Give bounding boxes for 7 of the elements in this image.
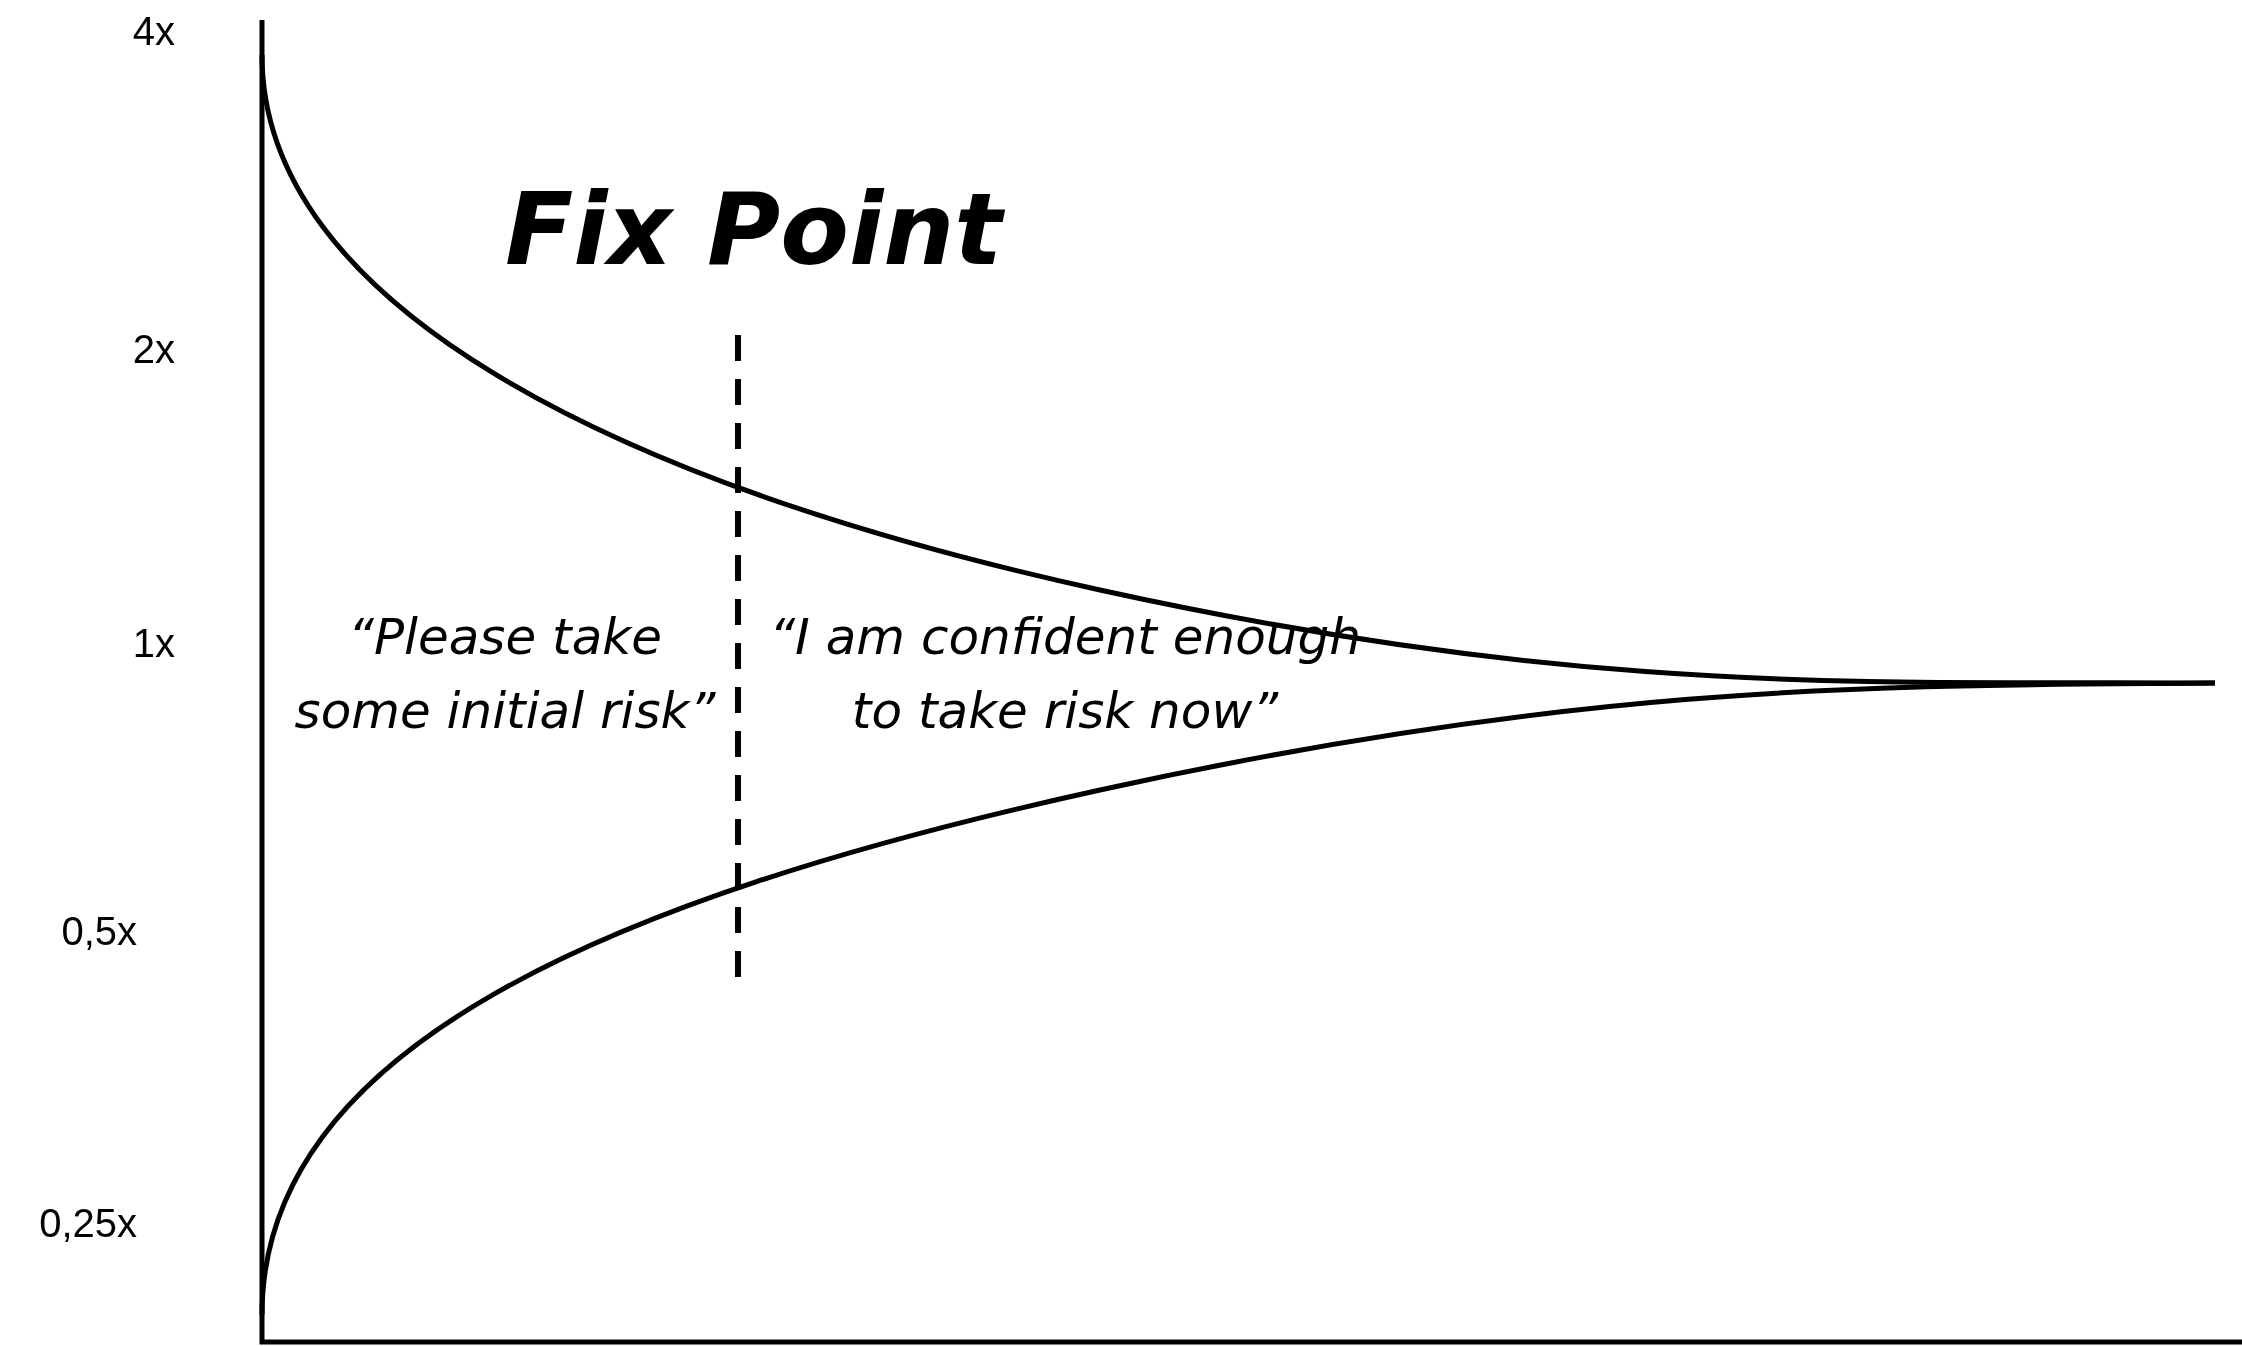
- axis-tick-label: 1x: [131, 620, 175, 666]
- fix-point-heading: Fix Point: [505, 175, 1003, 285]
- axis-tick-label: 2x: [131, 326, 175, 372]
- axis-tick-label: 4x: [131, 8, 175, 54]
- axis-tick-label: 0,5x: [60, 908, 137, 954]
- axis-tick-label: 0,25x: [38, 1200, 137, 1246]
- quote-text: “Please take some initial risk”: [293, 607, 717, 742]
